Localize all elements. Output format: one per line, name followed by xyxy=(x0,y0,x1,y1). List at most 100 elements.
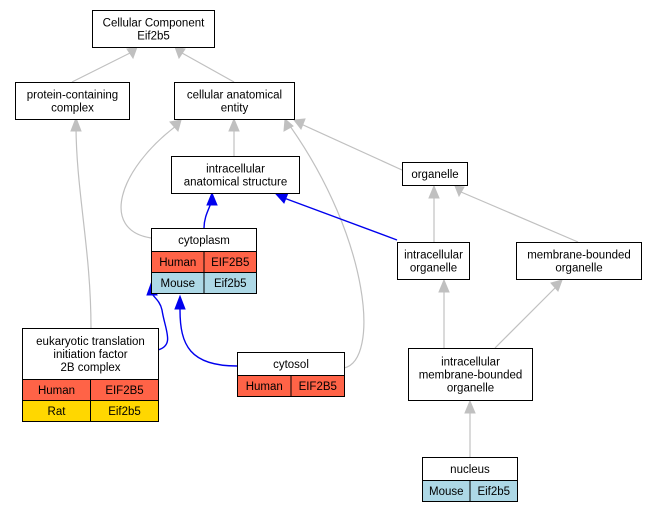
node-label-line: intracellular xyxy=(404,250,463,262)
edge-line xyxy=(75,124,92,329)
edge-line xyxy=(71,52,131,83)
edge-cytoplasm-to-anatomical_entity xyxy=(120,119,182,239)
species-label: Human xyxy=(38,385,75,397)
arrowhead-icon xyxy=(428,184,440,199)
node-label-line: nucleus xyxy=(450,464,490,476)
node-label-line: complex xyxy=(51,103,94,115)
species-label: Mouse xyxy=(429,486,464,498)
edges-layer xyxy=(70,46,579,457)
edge-intracellular_membrane_organelle-to-membrane_bounded_organelle xyxy=(494,279,563,349)
species-label: Human xyxy=(159,257,196,269)
nodes-layer: Cellular ComponentEif2b5protein-containi… xyxy=(15,10,642,502)
gene-label: Eif2b5 xyxy=(477,486,510,498)
node-label-line: organelle xyxy=(555,263,602,275)
arrowhead-icon xyxy=(293,118,306,130)
node-label-line: eukaryotic translation xyxy=(36,336,145,348)
arrowhead-icon xyxy=(126,46,138,60)
edge-cytosol-to-anatomical_entity xyxy=(283,117,365,369)
node-box xyxy=(402,162,468,186)
edge-line xyxy=(181,52,235,83)
gene-cell xyxy=(203,272,257,294)
arrowhead-icon xyxy=(283,117,294,132)
gene-cell xyxy=(90,400,159,422)
species-row: Human EIF2B5 xyxy=(237,375,345,397)
gene-cell xyxy=(469,480,518,502)
edge-nucleus-to-intracellular_membrane_organelle xyxy=(464,399,476,457)
edge-line xyxy=(151,292,169,351)
gene-label: Eif2b5 xyxy=(108,406,141,418)
edge-protein_complex-to-root xyxy=(71,46,138,83)
arrowhead-icon xyxy=(464,399,476,414)
gene-label: EIF2B5 xyxy=(105,385,143,397)
gene-label: EIF2B5 xyxy=(299,381,337,393)
edge-line xyxy=(179,305,238,367)
edge-line xyxy=(283,197,398,241)
gene-cell xyxy=(290,375,345,397)
arrowhead-icon xyxy=(438,278,450,293)
node-box xyxy=(397,242,470,280)
gene-label: EIF2B5 xyxy=(211,257,249,269)
species-row: Human EIF2B5 xyxy=(22,379,159,401)
species-label: Human xyxy=(246,381,283,393)
arrowhead-icon xyxy=(169,119,182,133)
edge-anatomical_entity-to-root xyxy=(174,46,235,83)
node-label-line: initiation factor xyxy=(53,349,127,361)
node-label-line: membrane-bounded xyxy=(527,250,631,262)
node-label-line: cytoplasm xyxy=(178,235,230,247)
species-row: Mouse Eif2b5 xyxy=(151,272,257,294)
node-label-line: intracellular xyxy=(441,357,500,369)
edge-cytosol-to-cytoplasm xyxy=(174,294,238,367)
edge-eif2b_complex-to-protein_complex xyxy=(70,116,92,329)
node-box xyxy=(516,242,642,280)
arrowhead-icon xyxy=(70,116,82,132)
node-box xyxy=(174,82,295,120)
edge-line xyxy=(289,125,365,369)
arrowhead-icon xyxy=(274,192,289,204)
edge-intracellular_organelle-to-intracellular_structure xyxy=(274,192,398,241)
species-label: Mouse xyxy=(160,278,195,290)
node-label-line: intracellular xyxy=(206,164,265,176)
edge-line xyxy=(300,123,403,171)
arrowhead-icon xyxy=(454,185,465,198)
node-label-line: membrane-bounded xyxy=(419,370,523,382)
arrowhead-icon xyxy=(174,294,186,310)
edge-intracellular_membrane_organelle-to-intracellular_organelle xyxy=(438,278,450,348)
arrowhead-icon xyxy=(174,46,186,60)
node-box xyxy=(92,10,215,48)
node-label-line: entity xyxy=(221,103,249,115)
node-label-line: cytosol xyxy=(273,359,309,371)
edge-line xyxy=(460,191,579,243)
node-label-line: cellular anatomical xyxy=(187,90,282,102)
gene-label: Eif2b5 xyxy=(214,278,247,290)
arrowhead-icon xyxy=(550,279,563,292)
node-box xyxy=(15,82,130,120)
node-label-line: anatomical structure xyxy=(184,177,288,189)
node-label-line: Cellular Component xyxy=(103,18,205,30)
arrowhead-icon xyxy=(206,191,218,206)
arrowhead-icon xyxy=(228,117,240,132)
node-label-line: protein-containing xyxy=(27,90,118,102)
node-box xyxy=(408,348,533,401)
edge-line xyxy=(494,285,558,349)
edge-line xyxy=(120,125,177,239)
edge-membrane_bounded_organelle-to-organelle xyxy=(454,185,579,243)
edge-intracellular_structure-to-anatomical_entity xyxy=(228,117,240,156)
node-box xyxy=(171,156,300,194)
node-organelle[interactable]: organelle xyxy=(402,162,468,186)
edge-intracellular_organelle-to-organelle xyxy=(428,184,440,242)
species-row: Human EIF2B5 xyxy=(151,251,257,273)
edge-cytoplasm-to-intracellular_structure xyxy=(203,191,218,229)
species-row: Mouse Eif2b5 xyxy=(422,480,518,502)
